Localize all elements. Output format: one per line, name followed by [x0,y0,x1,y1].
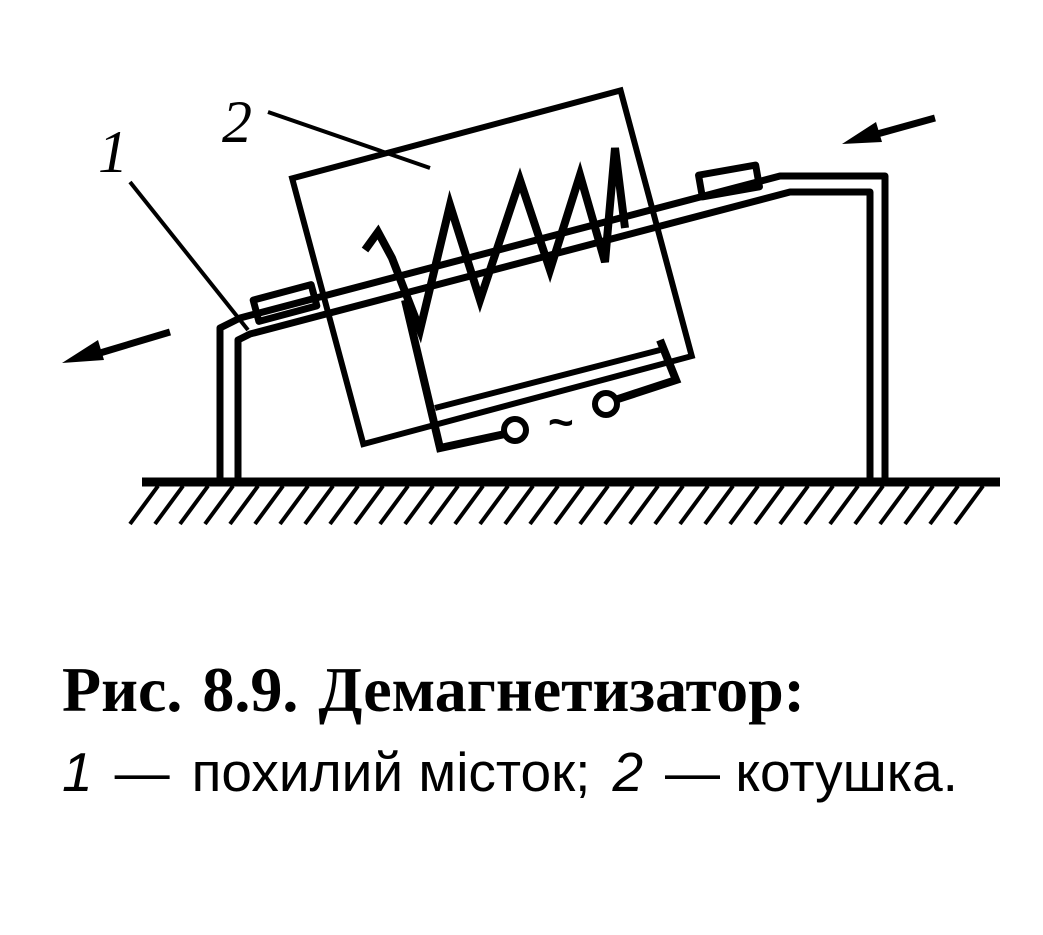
figure-caption: Рис. 8.9. Демагнетизатор: 1 — похилий місток… [62,650,1012,809]
ground-hatch-line [303,484,335,526]
ground-hatch-line [953,484,985,526]
ground [128,477,1000,526]
ground-hatch-line [828,484,860,526]
arrow-left [62,328,172,363]
ac-terminals: ~ [501,390,620,447]
ground-hatch-line [603,484,635,526]
ground-hatch-line [753,484,785,526]
terminal-right [592,390,620,418]
ground-hatch-line [153,484,185,526]
ground-hatch-line [128,484,160,526]
caption-legend: 1 — похилий місток; 2 — котушка. [62,736,1012,809]
legend-dash-1: — [114,741,170,803]
ground-hatch-line [553,484,585,526]
legend-num-1: 1 [62,741,93,803]
ground-hatch-line [328,484,360,526]
ground-hatch-line [453,484,485,526]
callout-1: 1 [98,119,128,185]
ground-hatch-line [903,484,935,526]
ground-hatch-line [578,484,610,526]
legend-num-2: 2 [612,741,644,803]
caption-title: Рис. 8.9. Демагнетизатор: [62,650,1012,730]
ground-hatch-line [628,484,660,526]
ground-hatch-line [778,484,810,526]
ground-hatch-line [803,484,835,526]
ground-hatch-line [653,484,685,526]
leader-lines [128,110,431,332]
ground-hatch-line [228,484,260,526]
callout-2: 2 [222,89,252,155]
ground-hatch-line [678,484,710,526]
legend-dash-2: — [665,741,721,803]
ground-hatch-line [928,484,960,526]
coil-winding [361,147,682,453]
ground-hatch-line [203,484,235,526]
ground-hatch-line [428,484,460,526]
ground-hatch-line [178,484,210,526]
ground-hatch-line [378,484,410,526]
inclined-bridge [216,161,889,478]
ground-hatch-line [853,484,885,526]
ground-hatch-line [278,484,310,526]
ac-symbol: ~ [548,398,574,447]
caption-label: Рис. [62,654,183,725]
ground-hatch-line [703,484,735,526]
terminal-left [501,416,529,444]
ground-hatch-line [528,484,560,526]
ground-hatch-line [878,484,910,526]
ground-hatch-line [728,484,760,526]
legend-text-2: котушка. [735,741,958,803]
legend-text-1: похилий місток; [191,741,591,803]
caption-number: 8.9. [202,654,299,725]
ground-hatch-line [503,484,535,526]
arrow-right [842,114,936,144]
demagnetizer-diagram: ~ 1 2 [62,86,1000,526]
ground-hatch-line [253,484,285,526]
ground-hatch-line [478,484,510,526]
ground-hatch-line [403,484,435,526]
ground-hatch-line [353,484,385,526]
caption-heading: Демагнетизатор: [318,654,805,725]
